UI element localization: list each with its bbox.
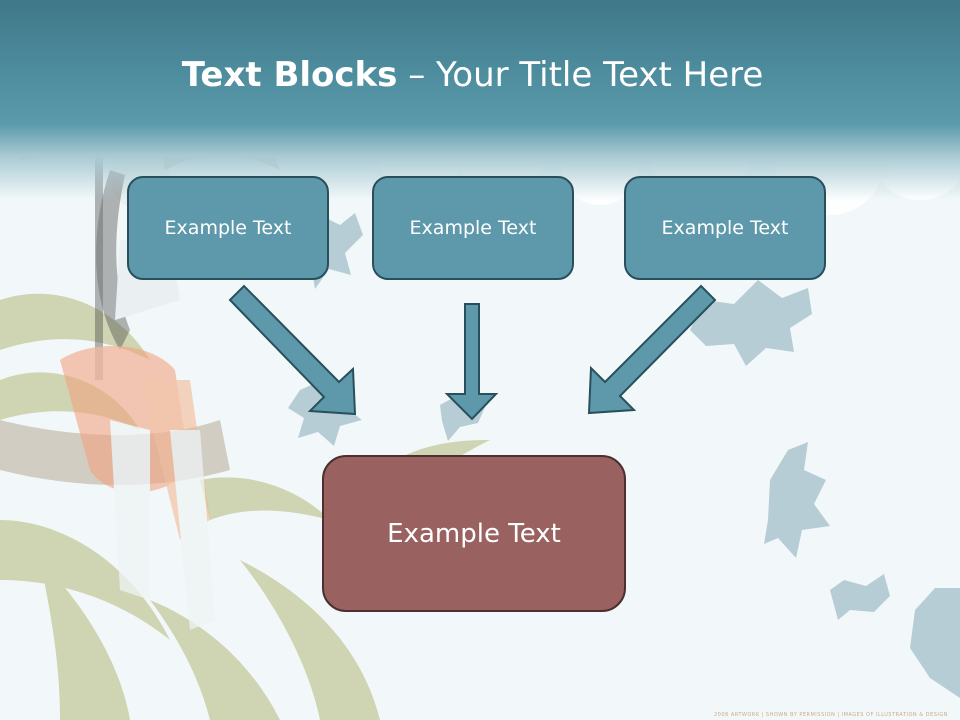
text-block-1[interactable]: Example Text [127, 176, 329, 280]
slide-title: Text Blocks – Your Title Text Here [0, 52, 945, 98]
text-block-3[interactable]: Example Text [624, 176, 826, 280]
text-block-2-label: Example Text [409, 217, 537, 239]
text-block-3-label: Example Text [661, 217, 789, 239]
text-block-2[interactable]: Example Text [372, 176, 574, 280]
footer-credit: 2008 ARTWORK | SHOWN BY PERMISSION | IMA… [714, 712, 948, 718]
title-separator: – [397, 55, 437, 95]
result-block[interactable]: Example Text [322, 455, 626, 612]
title-rest: Your Title Text Here [436, 55, 764, 95]
text-block-1-label: Example Text [164, 217, 292, 239]
title-bar [0, 0, 960, 200]
result-block-label: Example Text [387, 518, 561, 549]
title-bold: Text Blocks [181, 55, 398, 95]
